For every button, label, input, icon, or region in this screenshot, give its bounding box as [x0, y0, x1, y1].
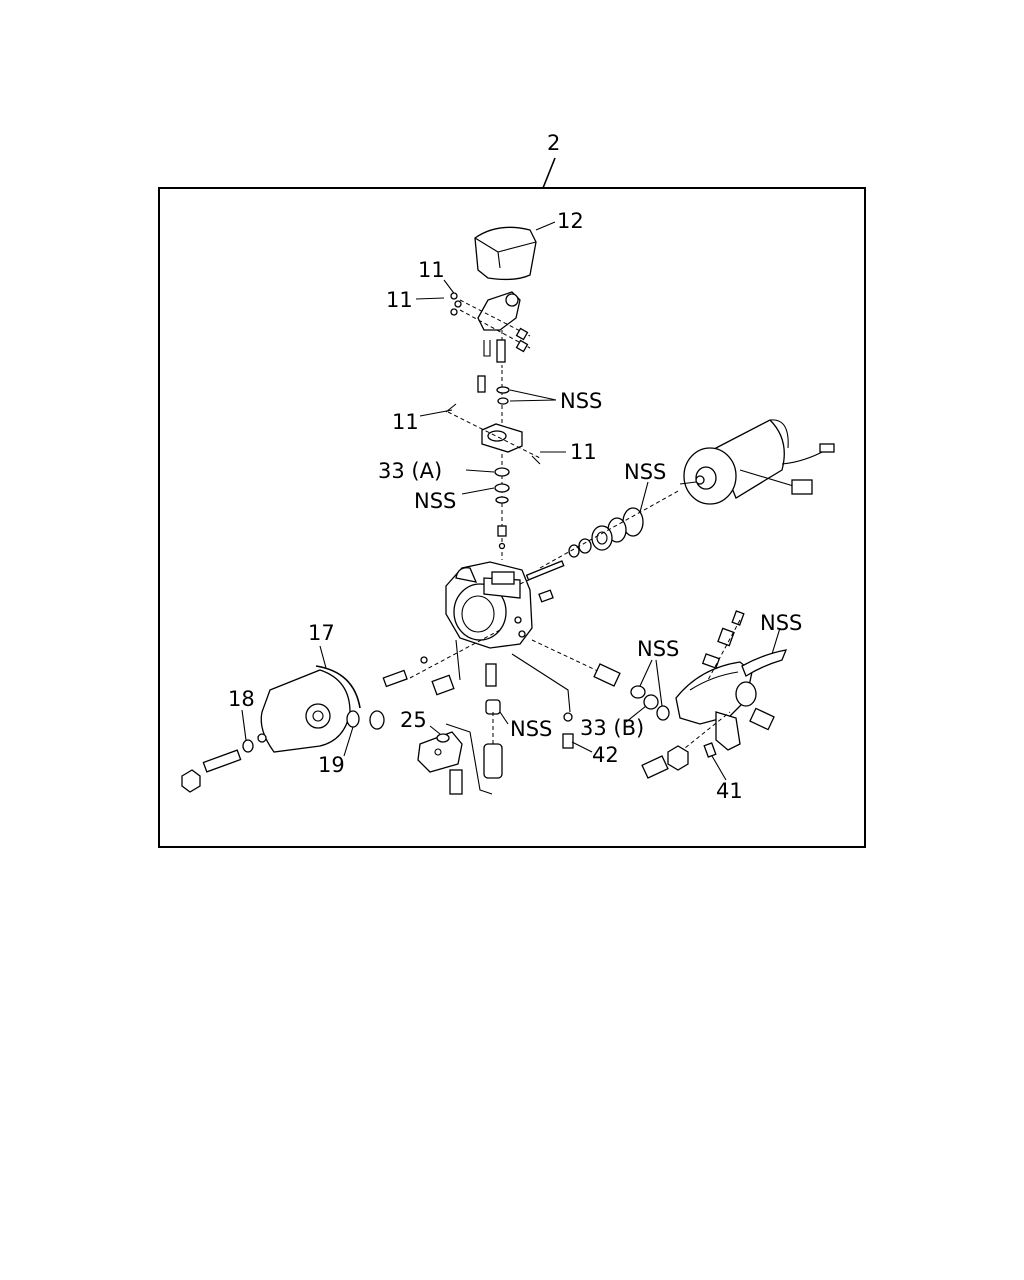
- callout-nss-bottom: NSS: [510, 717, 552, 741]
- washer-33a: [494, 467, 510, 477]
- callout-42: 42: [592, 743, 619, 767]
- left-leader-line: [455, 639, 461, 681]
- callout-33b: 33 (B): [580, 716, 644, 740]
- callout-nss-right: NSS: [624, 460, 666, 484]
- long-bolt: [202, 749, 242, 773]
- clip-pin-11: [450, 292, 462, 316]
- plug-top: [717, 627, 735, 647]
- pump-housing: [445, 561, 533, 649]
- bearing: [591, 525, 613, 551]
- cam-lever-assembly: [675, 661, 775, 753]
- leader-11b: [415, 297, 445, 300]
- assembly-frame: [158, 187, 866, 848]
- housing-bolt: [538, 589, 554, 603]
- callout-11c: 11: [392, 410, 419, 434]
- leader-nss-far-right: [771, 627, 781, 655]
- leader-33a: [465, 469, 495, 473]
- leader-17: [319, 645, 327, 669]
- leader-nss-lr-a: [639, 659, 653, 687]
- gasket-25: [436, 733, 450, 743]
- spring-top: [701, 653, 721, 669]
- upper-lever-bracket: [459, 291, 531, 368]
- washer-nss-mid: [494, 483, 510, 493]
- long-rod: [525, 560, 565, 581]
- leader-41: [711, 755, 727, 781]
- hex-nut-right: [667, 745, 689, 771]
- leader-nss-top-b: [509, 399, 557, 402]
- boot-part-12: [474, 226, 537, 281]
- ball-42: [563, 712, 573, 722]
- valve-seat-block: [447, 411, 541, 459]
- washer-19: [346, 710, 360, 728]
- leader-25: [429, 725, 441, 735]
- callout-nss-top: NSS: [560, 389, 602, 413]
- left-axis: [409, 629, 501, 679]
- bracket-line: [445, 723, 493, 795]
- motor-axis: [539, 489, 681, 569]
- spring-pin: [382, 669, 408, 688]
- bearing-inner: [596, 531, 608, 545]
- callout-18: 18: [228, 687, 255, 711]
- callout-11b: 11: [386, 288, 413, 312]
- small-washer: [420, 656, 428, 664]
- leader-nss-right: [639, 481, 649, 513]
- callout-33a: 33 (A): [378, 459, 442, 483]
- hex-nut: [181, 769, 201, 793]
- callout-nss-mid: NSS: [414, 489, 456, 513]
- leader-42: [571, 741, 593, 753]
- callout-17: 17: [308, 621, 335, 645]
- callout-11d: 11: [570, 440, 597, 464]
- nut-right: [369, 710, 385, 730]
- leader-nss-lr-b: [655, 659, 663, 707]
- motor-assembly: [679, 419, 835, 505]
- callout-nss-lower-right: NSS: [637, 637, 679, 661]
- right-bolt: [641, 755, 669, 779]
- cam-axis: [707, 619, 741, 681]
- callout-41: 41: [716, 779, 743, 803]
- callout-12: 12: [557, 209, 584, 233]
- cover-nss: [741, 649, 788, 677]
- fitting-42: [562, 733, 574, 749]
- valve-cap-nss: [485, 699, 501, 715]
- washer-nss-lr-2: [656, 705, 670, 721]
- leader-nss-mid: [461, 487, 495, 495]
- center-bolt: [485, 663, 497, 687]
- callout-19: 19: [318, 753, 345, 777]
- washer-18: [242, 739, 254, 753]
- leader-19: [343, 726, 354, 757]
- leader-18: [241, 709, 247, 741]
- small-screw-41: [703, 742, 717, 758]
- right-axis: [531, 639, 601, 673]
- bottom-bolt: [449, 769, 463, 795]
- washer-mid-3: [495, 496, 509, 504]
- sensor-plug: [593, 663, 621, 687]
- assembly-leader: [542, 157, 556, 189]
- leader-nss-bottom: [499, 711, 509, 725]
- reservoir-cylinder: [257, 669, 351, 753]
- small-ball: [498, 542, 506, 550]
- leader-housing-to-42: [511, 653, 571, 713]
- seal-ring-17: [315, 665, 361, 709]
- assembly-label-2: 2: [547, 131, 560, 155]
- small-bolt: [477, 375, 486, 393]
- washer-nss-2: [497, 397, 509, 405]
- small-ring-2: [568, 544, 580, 558]
- small-pin: [497, 525, 507, 537]
- pin-11c: [445, 403, 457, 413]
- callout-11a: 11: [418, 258, 445, 282]
- check-valve: [483, 743, 503, 779]
- pin-11d: [531, 455, 541, 465]
- left-bolt: [431, 674, 455, 696]
- washer-nss-lr-1: [630, 685, 646, 699]
- callout-nss-far-right: NSS: [760, 611, 802, 635]
- small-screw-top: [731, 610, 745, 626]
- washer-33b: [643, 694, 659, 710]
- leader-12: [535, 221, 556, 231]
- washer-nss-1: [496, 386, 510, 394]
- flange-plate-25: [417, 731, 463, 773]
- leader-nss-top-a: [509, 389, 557, 401]
- callout-25: 25: [400, 708, 427, 732]
- leader-33b: [625, 705, 647, 723]
